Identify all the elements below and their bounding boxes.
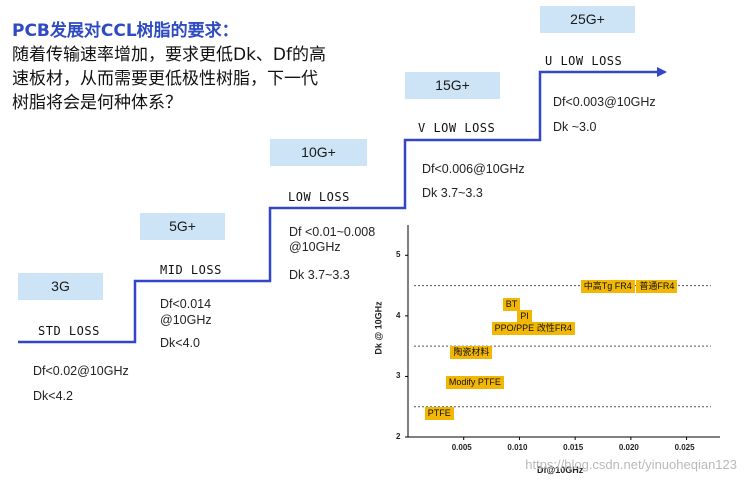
chart-y-tick-label: 5 [396, 250, 401, 260]
chart-axes [407, 225, 720, 438]
resin-point-label: 改性FR4 [533, 321, 575, 335]
tier-5g-loss: MID LOSS [160, 263, 222, 277]
tier-5g-df: Df<0.014 [160, 297, 212, 311]
intro-line-1: 随着传输速率增加，要求更低Dk、Df的高 [12, 45, 327, 65]
intro-line-2: 速板材，从而需要更低极性树脂，下一代 [12, 69, 318, 89]
chart-y-axis-label: Dk @ 10GHz [373, 301, 384, 355]
resin-point-label: Modify PTFE [445, 376, 504, 390]
chart-y-tick-label: 3 [396, 371, 401, 381]
chart-reference-lines [414, 285, 711, 408]
chart-x-tick-label: 0.015 [563, 443, 584, 452]
tier-15g-rate: 15G+ [405, 72, 500, 99]
chart-y-tick-label: 2 [396, 432, 401, 441]
tier-25g-rate: 25G+ [540, 6, 635, 33]
resin-point-label: 陶瓷材料 [450, 346, 493, 360]
chart-y-tick-label: 4 [396, 310, 401, 320]
tier-25g-dk: Dk ~3.0 [553, 120, 597, 134]
tier-3g-loss: STD LOSS [38, 324, 100, 338]
resin-point-label: PI [517, 309, 532, 323]
staircase-line [18, 67, 667, 344]
tier-10g-df: Df <0.01~0.008 [289, 225, 376, 239]
tier-10g-rate: 10G+ [270, 139, 367, 166]
tier-5g-rate: 5G+ [140, 213, 225, 240]
intro-line-3: 树脂将会是何种体系？ [12, 93, 182, 113]
chart-x-tick-label: 0.010 [507, 443, 528, 452]
page-title: PCB发展对CCL树脂的要求： [12, 21, 239, 41]
watermark: https://blog.csdn.net/yinuoheqian123 [525, 457, 737, 472]
chart-x-tick-label: 0.025 [674, 443, 695, 452]
chart-tick-marks [405, 254, 688, 440]
tier-25g-df: Df<0.003@10GHz [553, 95, 656, 109]
tier-10g-dk: Dk 3.7~3.3 [289, 268, 350, 282]
resin-point-label: 普通FR4 [636, 279, 678, 293]
tier-5g-dk: Dk<4.0 [160, 336, 200, 350]
tier-3g-dk: Dk<4.2 [33, 389, 73, 403]
resin-point-label: PTFE [424, 406, 454, 420]
tier-3g-rate: 3G [18, 273, 103, 300]
tier-15g-dk: Dk 3.7~3.3 [422, 186, 483, 200]
tier-10g-df-freq: @10GHz [289, 240, 341, 254]
resin-point-label: BT [502, 297, 521, 311]
tier-10g-loss: LOW LOSS [288, 190, 350, 204]
chart-x-tick-label: 0.005 [451, 443, 472, 452]
tier-3g-df: Df<0.02@10GHz [33, 364, 129, 378]
tier-5g-df-freq: @10GHz [160, 313, 212, 327]
tier-15g-df: Df<0.006@10GHz [422, 162, 525, 176]
chart-x-axis-label: Df@10GHz [537, 465, 584, 475]
tier-25g-loss: U LOW LOSS [545, 54, 623, 68]
resin-point-label: 中高Tg FR4 [580, 279, 635, 293]
tier-15g-loss: V LOW LOSS [418, 121, 496, 135]
resin-point-label: PPO/PPE [491, 321, 538, 335]
chart-x-tick-label: 0.020 [618, 443, 639, 452]
